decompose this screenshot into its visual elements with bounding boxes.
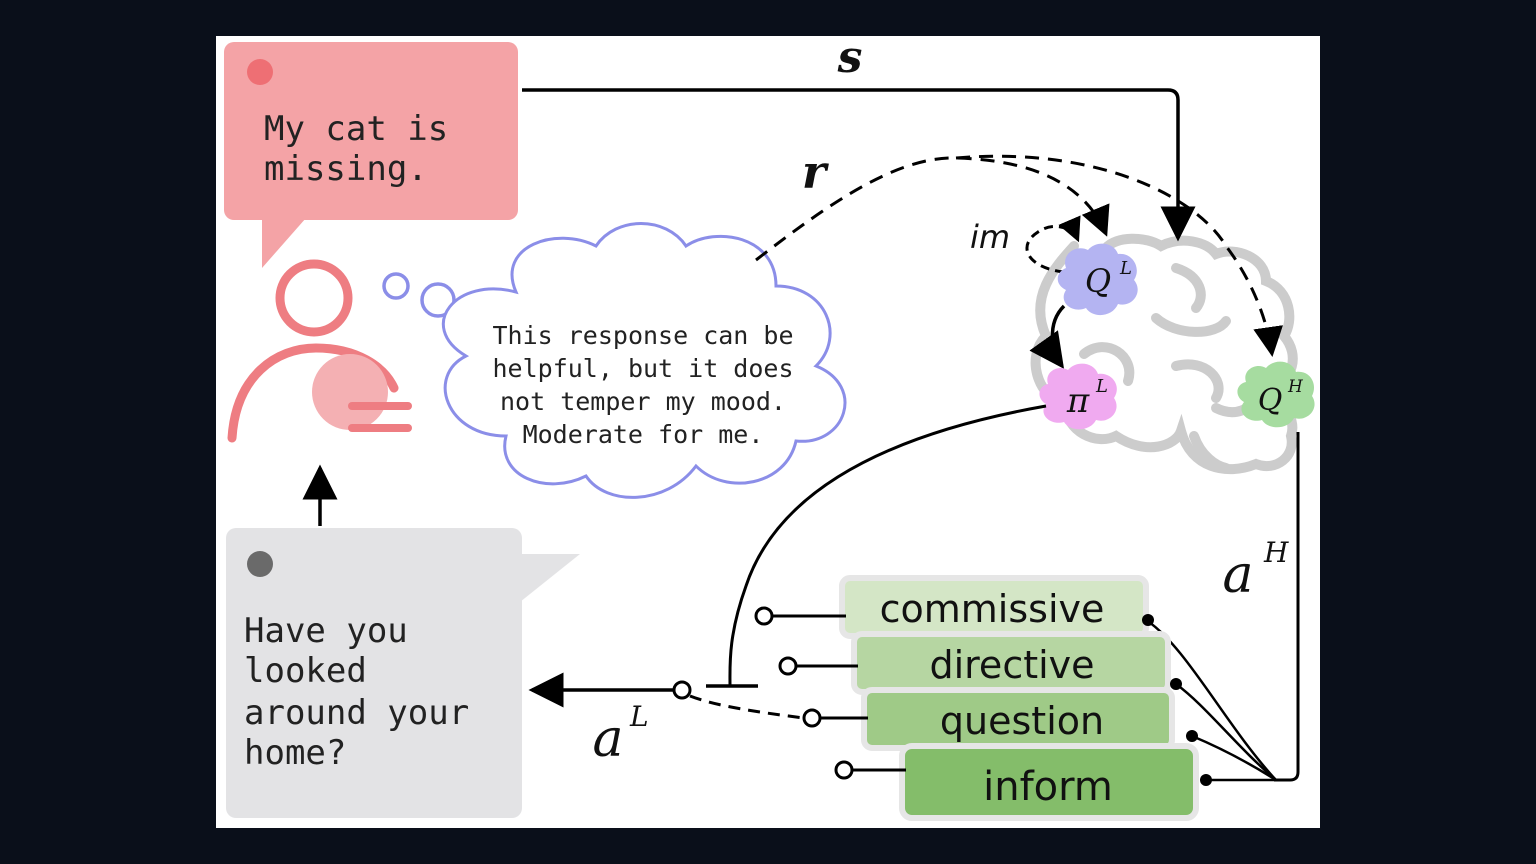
- q-high-symbol: Q: [1258, 383, 1283, 418]
- agent-bubble-line3: around your: [244, 693, 469, 733]
- user-icon: [227, 259, 456, 443]
- q-low-node: Q L: [1057, 243, 1138, 316]
- act-label-question: question: [940, 699, 1104, 743]
- a-low-symbol: a: [592, 709, 623, 769]
- reward-arrow-qh: [955, 154, 1284, 357]
- agent-speech-bubble: Have you looked around your home?: [226, 528, 580, 818]
- switch-output-node: [672, 680, 692, 700]
- user-bubble-dot: [247, 59, 273, 85]
- agent-bubble-line2: looked: [244, 651, 367, 691]
- thought-dot-small: [382, 272, 410, 300]
- diagram-canvas: My cat is missing. This response can be …: [216, 36, 1320, 828]
- thought-line2: helpful, but it does: [492, 354, 793, 383]
- label-s: s: [837, 36, 863, 83]
- policy-arrow: [1029, 304, 1066, 369]
- pi-low-symbol: π: [1066, 381, 1090, 421]
- q-high-node: Q H: [1237, 361, 1315, 428]
- a-low-superscript: L: [629, 700, 649, 733]
- act-question[interactable]: question: [802, 687, 1198, 751]
- user-bubble-line1: My cat is: [264, 109, 448, 149]
- thought-line1: This response can be: [492, 321, 793, 350]
- pi-low-node: π L: [1039, 363, 1117, 430]
- agent-bubble-line1: Have you: [244, 611, 408, 651]
- intrinsic-motivation-loop: [1025, 215, 1081, 274]
- thought-dot-large: [420, 282, 456, 318]
- dialogue-acts: commissive directive question inform: [754, 575, 1212, 821]
- policy-select-line: [728, 404, 1047, 687]
- thought-cloud: This response can be helpful, but it doe…: [442, 222, 847, 499]
- reward-arrow-ql: [755, 156, 1110, 262]
- pi-low-superscript: L: [1095, 376, 1108, 397]
- agent-bubble-dot: [247, 551, 273, 577]
- a-high-superscript: H: [1263, 536, 1289, 569]
- act-label-directive: directive: [929, 643, 1094, 687]
- q-low-superscript: L: [1119, 258, 1132, 279]
- user-bubble-line2: missing.: [264, 149, 428, 189]
- state-arrow: [522, 88, 1196, 242]
- act-inform[interactable]: inform: [834, 743, 1212, 821]
- act-commissive[interactable]: commissive: [754, 575, 1154, 639]
- diagram-svg: My cat is missing. This response can be …: [224, 36, 1315, 821]
- a-high-symbol: a: [1222, 545, 1253, 605]
- q-low-symbol: Q: [1085, 262, 1111, 300]
- act-directive[interactable]: directive: [778, 631, 1182, 695]
- agent-bubble-line4: home?: [244, 733, 346, 773]
- switch-dashed-link: [689, 694, 805, 720]
- label-im: im: [970, 218, 1010, 256]
- q-high-superscript: H: [1287, 377, 1304, 397]
- label-r: r: [802, 145, 830, 199]
- thought-line3: not temper my mood.: [500, 387, 786, 416]
- act-label-commissive: commissive: [880, 587, 1105, 631]
- thought-line4: Moderate for me.: [523, 420, 764, 449]
- act-label-inform: inform: [983, 764, 1113, 810]
- high-action-line: [1274, 432, 1300, 782]
- user-speech-bubble: My cat is missing.: [224, 42, 518, 268]
